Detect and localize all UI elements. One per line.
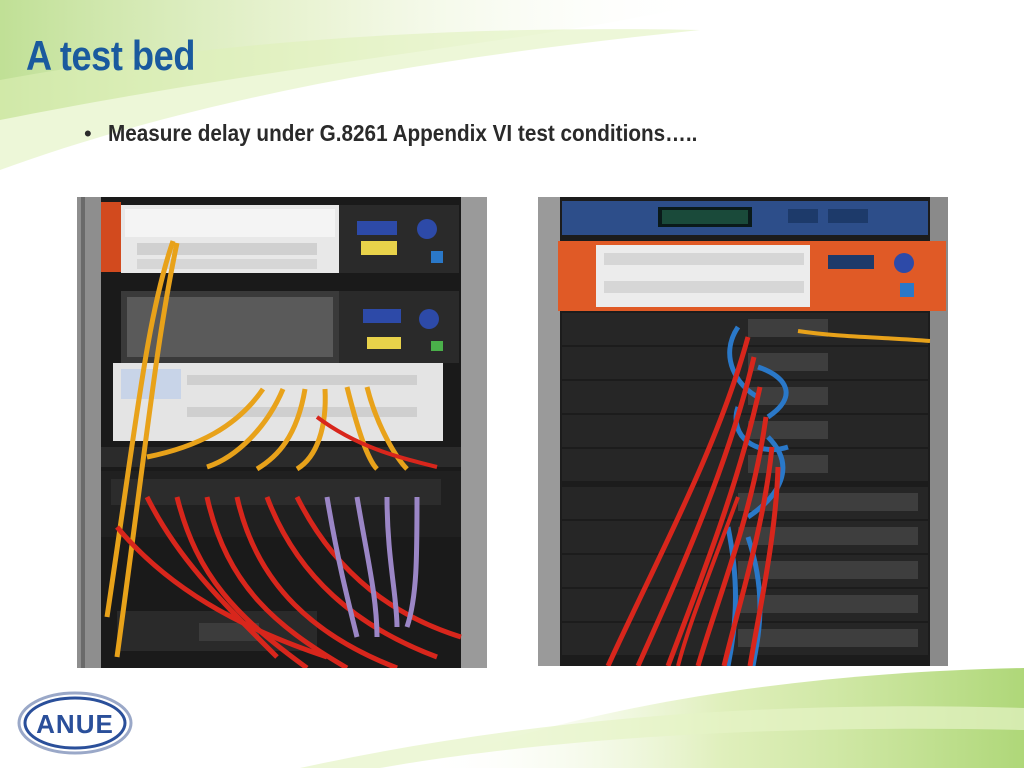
bullet-marker: •: [84, 120, 92, 146]
logo-text: ANUE: [36, 709, 114, 739]
anue-logo: ANUE: [17, 691, 133, 755]
bullet-text: Measure delay under G.8261 Appendix VI t…: [107, 120, 698, 146]
left-rack-illustration: [77, 197, 487, 668]
slide-title: A test bed: [26, 32, 195, 79]
bullet-item: • Measure delay under G.8261 Appendix VI…: [84, 120, 763, 147]
right-rack-photo: [538, 197, 948, 666]
right-rack-illustration: [538, 197, 948, 666]
left-rack-photo: [77, 197, 487, 668]
